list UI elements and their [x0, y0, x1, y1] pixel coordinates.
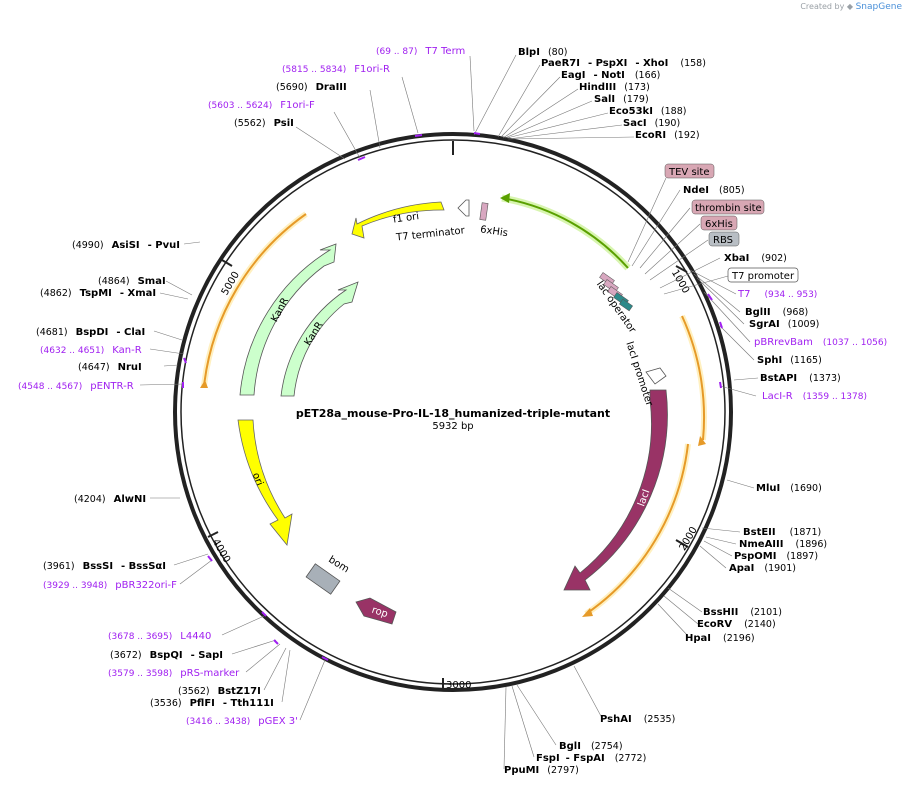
site-ndei: NdeI(805) — [683, 185, 745, 196]
primer-f1ori-r: (5815 .. 5834)F1ori-R — [282, 64, 390, 75]
primer-pentr-r: (4548 .. 4567)pENTR-R — [18, 381, 134, 392]
tev-site-label: TEV site — [668, 167, 710, 178]
plasmid-backbone — [173, 132, 733, 692]
site-bsssi: (3961)BssSI- BssSαI — [43, 561, 166, 572]
primer-pgex3: (3416 .. 3438)pGEX 3' — [186, 716, 298, 727]
primer-kan-r: (4632 .. 4651)Kan-R — [40, 345, 142, 356]
plasmid-size: 5932 bp — [432, 421, 473, 432]
plasmid-name: pET28a_mouse-Pro-IL-18_humanized-triple-… — [296, 407, 610, 420]
site-nrui: (4647)NruI — [78, 362, 142, 373]
credit-brand: SnapGene — [855, 2, 902, 12]
site-paer7i: PaeR7I- PspXI- XhoI(158) — [541, 58, 706, 69]
site-bgli: BglI(2754) — [559, 741, 623, 752]
t7-terminator-label: T7 terminator — [395, 225, 466, 243]
site-fspi: FspI- FspAI(2772) — [536, 753, 646, 764]
site-blpi: BlpI(80) — [518, 47, 567, 58]
primer-t7: T7(934 .. 953) — [737, 289, 817, 300]
site-pspomi: PspOMI(1897) — [734, 551, 818, 562]
site-alwni: (4204)AlwNI — [74, 494, 146, 505]
site-bglii: BglII(968) — [745, 307, 808, 318]
his6-top-label: 6xHis — [479, 224, 508, 239]
site-bstapi: BstAPI(1373) — [760, 373, 841, 384]
ori-label: ori — [250, 471, 265, 487]
primer-pbrrevbam: pBRrevBam(1037 .. 1056) — [754, 337, 887, 348]
site-tspmi: (4862)TspMI- XmaI — [40, 288, 156, 299]
site-sphi: SphI(1165) — [757, 355, 822, 366]
primer-f1ori-f: (5603 .. 5624)F1ori-F — [208, 100, 315, 111]
f1-ori-label: f1 ori — [392, 211, 419, 226]
connector-lines — [139, 54, 759, 770]
site-apai: ApaI(1901) — [729, 563, 796, 574]
kanr-inner-arrow — [280, 281, 359, 397]
primer-t7-term: (69 .. 87)T7 Term — [376, 46, 465, 57]
site-saci: SacI(190) — [623, 118, 680, 129]
credit-created-by: Created by — [800, 2, 845, 11]
bom-box — [305, 563, 341, 595]
thrombin-site-label: thrombin site — [695, 203, 762, 214]
laci-arrow — [563, 389, 668, 591]
site-eagi: EagI- NotI(166) — [561, 70, 660, 81]
site-bsshii: BssHII(2101) — [703, 607, 782, 618]
laci-promoter-icon — [645, 367, 667, 385]
site-eco53ki: Eco53kI(188) — [609, 106, 686, 117]
kanr-outer-arrow — [239, 243, 337, 396]
site-sgrai: SgrAI(1009) — [749, 319, 819, 330]
site-asisi: (4990)AsiSI- PvuI — [72, 240, 180, 251]
right-site-labels: BlpI(80) PaeR7I- PspXI- XhoI(158) EagI- … — [504, 47, 841, 776]
t7-promoter-label: T7 promoter — [731, 271, 795, 282]
orf-arc — [500, 193, 631, 271]
site-hindiii: HindIII(173) — [579, 82, 650, 93]
lac-operator-cluster — [599, 272, 633, 312]
site-pflfi: (3536)PflFI- Tth111I — [150, 698, 274, 709]
site-smai: (4864)SmaI — [98, 276, 166, 287]
snapgene-logo-icon: ◆ — [846, 2, 854, 11]
site-ppumi: PpuMI(2797) — [504, 765, 579, 776]
bom-label: bom — [326, 554, 351, 575]
rop-arrow — [355, 597, 397, 625]
site-draiii: (5690)DraIII — [276, 82, 347, 93]
site-sali: SalI(179) — [594, 94, 649, 105]
boxed-feature-labels: TEV site thrombin site 6xHis RBS T7 prom… — [664, 163, 799, 283]
laci-label: lacI — [636, 488, 652, 508]
rop-label: rop — [370, 605, 389, 621]
site-hpai: HpaI(2196) — [685, 633, 755, 644]
site-psii: (5562)PsiI — [234, 118, 294, 129]
his6-top-icon — [479, 202, 489, 221]
primer-laci-r: LacI-R(1359 .. 1378) — [762, 391, 867, 402]
primer-labels: (69 .. 87)T7 Term (5815 .. 5834)F1ori-R … — [18, 46, 887, 727]
primer-l4440: (3678 .. 3695)L4440 — [108, 631, 211, 642]
f1-ori-arrow — [351, 201, 445, 239]
site-ecorv: EcoRV(2140) — [697, 619, 776, 630]
site-pshai: PshAI(2535) — [600, 714, 675, 725]
ori-arrow — [237, 419, 293, 546]
tick-marks — [207, 141, 689, 688]
site-bstz17i: (3562)BstZ17I — [178, 686, 261, 697]
tick-label-3000: 3000 — [446, 680, 471, 691]
site-nmeaiii: NmeAIII(1896) — [739, 539, 827, 550]
site-bspdi: (4681)BspDI- ClaI — [36, 327, 145, 338]
primer-prs-marker: (3579 .. 3598)pRS-marker — [108, 668, 240, 679]
site-mlui: MluI(1690) — [756, 483, 822, 494]
primer-marks — [182, 132, 723, 661]
primer-pbr322ori-f: (3929 .. 3948)pBR322ori-F — [43, 580, 177, 591]
site-xbai: XbaI(902) — [724, 253, 787, 264]
site-bspqi: (3672)BspQI- SapI — [110, 650, 223, 661]
snapgene-credit: Created by ◆ SnapGene — [800, 2, 902, 12]
site-ecori: EcoRI(192) — [635, 130, 700, 141]
his6-box-label: 6xHis — [705, 219, 733, 230]
site-bsteii: BstEII(1871) — [743, 527, 821, 538]
t7-terminator-icon — [457, 199, 470, 217]
rbs-label: RBS — [713, 235, 733, 246]
left-site-labels: (5690)DraIII (5562)PsiI (4990)AsiSI- Pvu… — [36, 82, 347, 709]
primer-arcs — [200, 211, 708, 617]
